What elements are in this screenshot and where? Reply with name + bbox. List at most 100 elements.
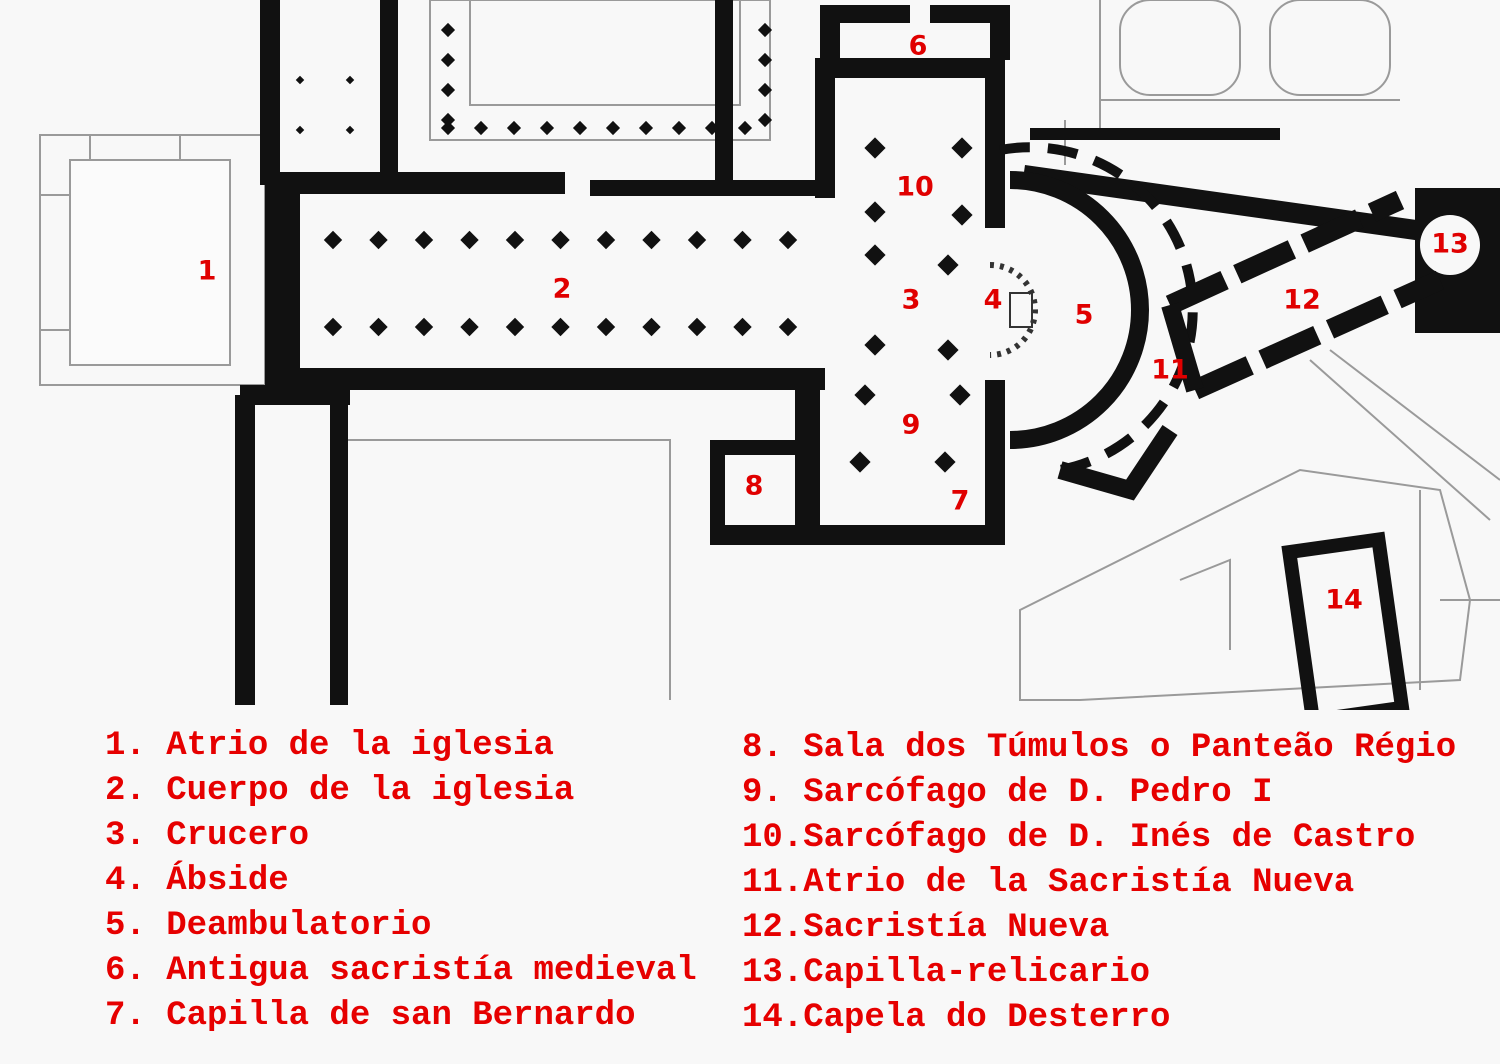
- pillar: [323, 230, 343, 250]
- legend-text: Capilla-relicario: [803, 954, 1151, 992]
- pillar: [440, 22, 456, 38]
- plan-label-10: 10: [896, 172, 934, 203]
- legend-number: 2.: [105, 772, 146, 810]
- legend-text: Sacristía Nueva: [803, 909, 1110, 947]
- pillar: [937, 339, 959, 361]
- plan-label-5: 5: [1075, 300, 1094, 331]
- pillar: [687, 230, 707, 250]
- pillar: [369, 317, 388, 337]
- pillar: [951, 137, 973, 159]
- legend-item: 4.Ábside: [105, 859, 697, 904]
- legend-right-column: 8. Sala dos Túmulos o Panteão Régio 9.Sar…: [742, 726, 1456, 1041]
- pillar: [345, 75, 355, 85]
- pillar: [596, 317, 616, 337]
- plan-label-2: 2: [553, 274, 572, 305]
- pillar: [414, 317, 434, 337]
- legend-number: 10.: [742, 819, 804, 857]
- pillar: [854, 384, 876, 406]
- legend-item: 10.Sarcófago de D. Inés de Castro: [742, 816, 1456, 861]
- legend-text: Sala dos Túmulos o Panteão Régio: [803, 729, 1457, 767]
- pillars: [295, 22, 973, 473]
- pillar: [460, 317, 479, 337]
- plan-label-8: 8: [745, 471, 764, 502]
- legend-text: Sarcófago de D. Inés de Castro: [803, 819, 1416, 857]
- pillar: [440, 120, 456, 136]
- pillar: [295, 125, 305, 135]
- legend-text: Antigua sacristía medieval: [166, 952, 697, 990]
- legend-item: 6. Antigua sacristía medieval: [105, 949, 697, 994]
- pillar: [505, 317, 525, 337]
- walls: [235, 0, 1500, 710]
- legend-number: 3.: [105, 817, 146, 855]
- pillar: [551, 317, 570, 337]
- pillar: [414, 230, 434, 250]
- apse-ambulatory: [989, 142, 1445, 501]
- legend-item: 14.Capela do Desterro: [742, 996, 1456, 1041]
- plan-label-6: 6: [909, 31, 928, 62]
- legend-number: 6.: [105, 952, 146, 990]
- pillar: [951, 204, 973, 226]
- pillar: [733, 230, 752, 250]
- pillar: [757, 22, 773, 38]
- legend-number: 5.: [105, 907, 146, 945]
- pillar: [778, 317, 798, 337]
- legend-number: 13.: [742, 954, 804, 992]
- pillar: [642, 317, 661, 337]
- pillar: [778, 230, 798, 250]
- pillar: [934, 451, 956, 473]
- legend-text: Cuerpo de la iglesia: [166, 772, 575, 810]
- pillar: [638, 120, 654, 136]
- legend-text: Atrio de la Sacristía Nueva: [803, 864, 1355, 902]
- plan-label-11: 11: [1151, 355, 1189, 386]
- church-floor-plan: 1 2 3 4 5 6 7 8 9 10 11 12 13 14: [39, 0, 1500, 710]
- pillar: [704, 120, 720, 136]
- pillar: [937, 254, 959, 276]
- pillar: [323, 317, 343, 337]
- pillar: [864, 334, 886, 356]
- legend-item: 3. Crucero: [105, 814, 697, 859]
- pillar: [295, 75, 305, 85]
- pillar: [505, 230, 525, 250]
- pillar: [440, 52, 456, 68]
- legend-number: 12.: [742, 909, 804, 947]
- pillar: [551, 230, 570, 250]
- pillar: [605, 120, 621, 136]
- plan-label-9: 9: [902, 410, 921, 441]
- pillar: [345, 125, 355, 135]
- pillar: [864, 244, 886, 266]
- pillar: [733, 317, 752, 337]
- pillar: [687, 317, 707, 337]
- plan-label-1: 1: [198, 256, 217, 287]
- plan-label-3: 3: [902, 285, 921, 316]
- pillar: [864, 137, 886, 159]
- pillar: [949, 384, 971, 406]
- legend-number: 4.: [105, 862, 146, 900]
- legend-number: 11.: [742, 864, 804, 902]
- legend-text: Crucero: [166, 817, 310, 855]
- secondary-structures: [39, 0, 1500, 701]
- pillar: [671, 120, 687, 136]
- legend-text: Atrio de la iglesia: [166, 727, 554, 765]
- plan-label-13: 13: [1431, 229, 1469, 260]
- plan-label-14: 14: [1325, 585, 1363, 616]
- legend-number: 1.: [105, 727, 146, 765]
- legend-number: 7.: [105, 997, 146, 1035]
- pillar: [369, 230, 388, 250]
- plan-label-4: 4: [984, 285, 1003, 316]
- pillar: [642, 230, 661, 250]
- legend-item: 9.Sarcófago de D. Pedro I: [742, 771, 1456, 816]
- pillar: [473, 120, 489, 136]
- plan-label-7: 7: [951, 486, 970, 517]
- pillar: [460, 230, 479, 250]
- pillar: [757, 82, 773, 98]
- pillar: [440, 82, 456, 98]
- legend-number: 8.: [742, 729, 783, 767]
- legend-item: 13.Capilla-relicario: [742, 951, 1456, 996]
- legend-text: Sarcófago de D. Pedro I: [803, 774, 1273, 812]
- plan-labels: 1 2 3 4 5 6 7 8 9 10 11 12 13 14: [198, 31, 1469, 616]
- legend-item: 5.Deambulatorio: [105, 904, 697, 949]
- legend-item: 2. Cuerpo de la iglesia: [105, 769, 697, 814]
- pillar: [757, 112, 773, 128]
- legend-text: Capilla de san Bernardo: [166, 997, 636, 1035]
